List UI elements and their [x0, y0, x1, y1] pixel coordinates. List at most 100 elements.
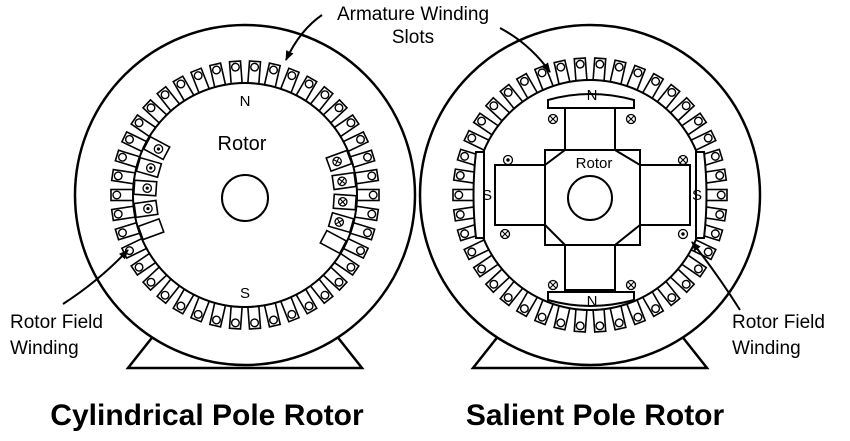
- caption-salient: Salient Pole Rotor: [466, 399, 725, 432]
- sal-slot-conductor: [455, 210, 465, 220]
- cyl-slot-conductor: [160, 290, 170, 300]
- sal-slot-conductor: [651, 76, 661, 86]
- sal-slot: [573, 57, 588, 82]
- cylindrical-machine: N Rotor S: [73, 23, 417, 370]
- cyl-slot: [247, 305, 262, 330]
- cyl-slot-conductor: [230, 318, 240, 328]
- sal-slot-conductor: [477, 116, 487, 126]
- sal-slot-conductor: [703, 247, 713, 257]
- sal-pole-top-label: N: [587, 87, 598, 104]
- sal-slot-conductor: [537, 312, 547, 322]
- cyl-slot-conductor: [211, 65, 221, 75]
- cyl-field-slot-body: [319, 229, 348, 255]
- cyl-slot: [354, 168, 380, 185]
- cyl-slot-conductor: [269, 65, 279, 75]
- cyl-slot-conductor: [193, 309, 203, 319]
- cyl-slot-conductor: [117, 152, 127, 162]
- cyl-slot: [295, 288, 318, 315]
- cyl-field-label-line1: Rotor Field: [10, 312, 103, 333]
- cyl-slot: [342, 237, 370, 260]
- cyl-slot-conductor: [211, 315, 221, 325]
- sal-field-conductor-cross: [549, 281, 557, 289]
- sal-slot: [573, 308, 588, 333]
- sal-field-label-line2: Winding: [732, 338, 801, 359]
- sal-slot-conductor: [614, 318, 624, 328]
- sal-field-conductor-cross: [627, 281, 635, 289]
- cyl-field-label-line2: Winding: [10, 338, 79, 359]
- sal-slot: [669, 96, 696, 122]
- cyl-field-slot: [319, 229, 348, 255]
- cyl-slot-conductor: [287, 71, 297, 81]
- sal-slot-conductor: [467, 247, 477, 257]
- cyl-field-slot-body: [137, 217, 165, 241]
- sal-slot-conductor: [681, 279, 691, 289]
- cyl-field-slot: [133, 199, 159, 219]
- cyl-slot-conductor: [368, 190, 378, 200]
- cyl-slot-conductor: [320, 90, 330, 100]
- sal-pole-right-label: S: [692, 187, 702, 204]
- cyl-slot-conductor: [113, 171, 123, 181]
- cyl-field-slot: [135, 156, 163, 179]
- cyl-slot-conductor: [112, 190, 122, 200]
- sal-slot-conductor: [651, 304, 661, 314]
- cyl-slot-conductor: [250, 62, 260, 72]
- sal-slot-conductor: [460, 229, 470, 239]
- armature-label-line1: Armature Winding: [337, 4, 489, 25]
- sal-slot-conductor: [703, 133, 713, 143]
- sal-field-label-line1: Rotor Field: [732, 312, 825, 333]
- sal-slot-conductor: [710, 229, 720, 239]
- sal-slot-conductor: [556, 318, 566, 328]
- cyl-slot-conductor: [134, 262, 144, 272]
- sal-slot: [704, 188, 728, 202]
- cyl-slot-conductor: [346, 118, 356, 128]
- cyl-slot: [322, 266, 349, 292]
- sal-pole-shoe-right: [695, 151, 708, 239]
- cyl-slot-conductor: [346, 262, 356, 272]
- sal-pole-shoe-top: [547, 93, 635, 109]
- sal-field-conductor-dot: [506, 158, 510, 162]
- sal-pole-bottom-label: N: [587, 293, 598, 310]
- cyl-slot: [208, 302, 227, 328]
- sal-slot-conductor: [467, 133, 477, 143]
- armature-arrow-right: [499, 27, 551, 73]
- cyl-slot-conductor: [134, 118, 144, 128]
- cyl-rotor-label: Rotor: [218, 133, 267, 155]
- sal-field-conductor-cross: [679, 156, 687, 164]
- sal-slot-conductor: [477, 264, 487, 274]
- cyl-slot: [322, 98, 349, 124]
- sal-slot: [452, 188, 476, 202]
- sal-field-conductor-cross: [549, 115, 557, 123]
- sal-slot-conductor: [595, 321, 605, 331]
- cyl-field-conductor-dot: [145, 186, 149, 190]
- cyl-field-slot: [142, 135, 171, 161]
- cyl-slot-conductor: [250, 318, 260, 328]
- sal-slot-conductor: [633, 312, 643, 322]
- cyl-slot-conductor: [269, 315, 279, 325]
- cyl-slot-conductor: [356, 246, 366, 256]
- cyl-field-slot: [132, 179, 158, 197]
- cyl-field-slot: [332, 193, 358, 211]
- sal-slot: [625, 64, 647, 91]
- cyl-field-conductor-cross: [333, 159, 341, 164]
- sal-slot: [592, 308, 607, 333]
- cyl-slot-conductor: [334, 277, 344, 287]
- cyl-slot: [354, 205, 380, 222]
- cyl-slot-conductor: [146, 277, 156, 287]
- cyl-slot: [356, 188, 380, 202]
- cyl-slot: [110, 188, 134, 202]
- cyl-slot: [247, 60, 262, 85]
- sal-slot-conductor: [575, 321, 585, 331]
- salient-machine: N N S S Rotor: [418, 23, 762, 370]
- cyl-slot: [228, 305, 243, 330]
- sal-slot-conductor: [455, 170, 465, 180]
- sal-slot-conductor: [693, 116, 703, 126]
- cyl-slot-conductor: [176, 79, 186, 89]
- sal-slot-conductor: [693, 264, 703, 274]
- cyl-slot-conductor: [363, 228, 373, 238]
- sal-slot-conductor: [503, 293, 513, 303]
- cyl-slot-conductor: [367, 209, 377, 219]
- sal-field-conductor-cross: [501, 230, 509, 238]
- sal-slot-conductor: [614, 62, 624, 72]
- cyl-field-conductor-dot: [146, 207, 150, 211]
- sal-slot-conductor: [633, 68, 643, 78]
